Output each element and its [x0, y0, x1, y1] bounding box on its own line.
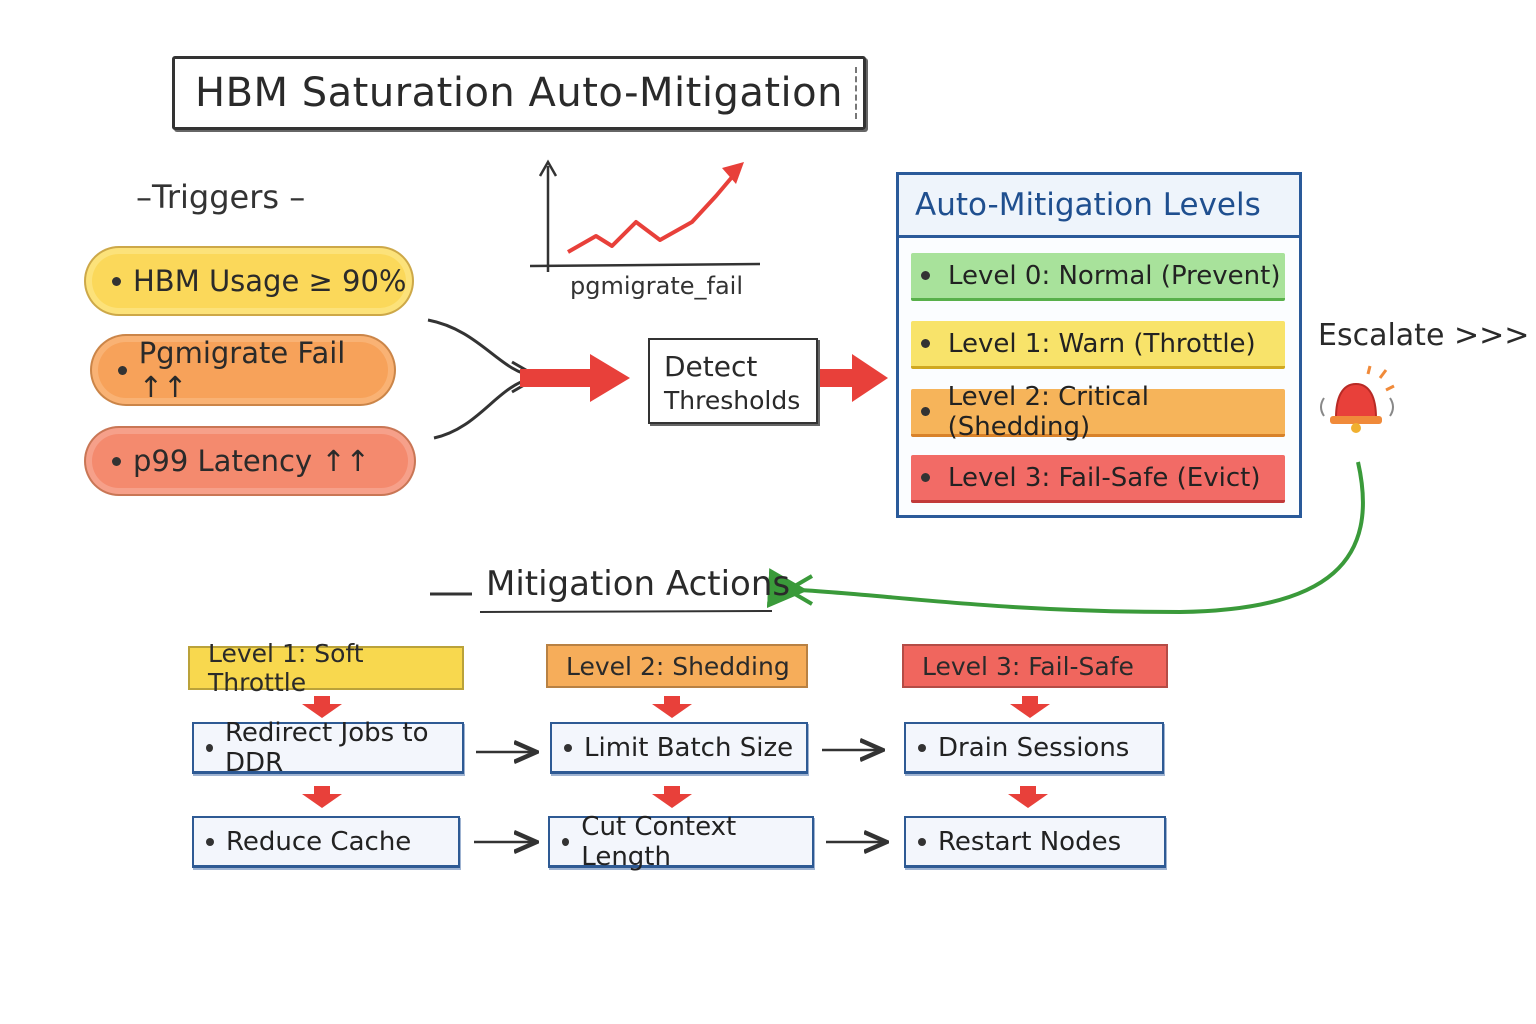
bullet-dot: [206, 837, 214, 846]
mitigation-level-2-header: Level 2: Shedding: [546, 644, 808, 688]
trigger-label: Pgmigrate Fail ↑↑: [138, 336, 346, 404]
action-restart-nodes: Restart Nodes: [904, 816, 1166, 868]
action-redirect-jobs: Redirect Jobs to DDR: [192, 718, 464, 778]
action-label: Restart Nodes: [938, 826, 1122, 857]
mini-trend-chart: [529, 159, 761, 272]
red-arrow-to-detect: [520, 354, 630, 402]
page-title: HBM Saturation Auto-Mitigation: [172, 56, 866, 130]
level-label: Level 1: Warn (Throttle): [948, 328, 1256, 359]
trigger-hbm-usage: HBM Usage ≥ 90%: [84, 246, 414, 316]
detect-line-2: Thresholds: [664, 386, 801, 415]
trigger-connector-top: [427, 318, 535, 378]
level-0-bar: Level 0: Normal (Prevent): [911, 253, 1285, 301]
action-label: Cut Context Length: [581, 811, 737, 872]
bullet-dot: [918, 743, 926, 752]
action-cut-context-length: Cut Context Length: [548, 812, 814, 872]
action-label: Redirect Jobs to DDR: [225, 717, 429, 778]
green-feedback-arrow: [766, 461, 1365, 615]
action-label: Drain Sessions: [938, 732, 1130, 763]
bullet-dot: [921, 407, 930, 416]
level-label: Level 0: Normal (Prevent): [948, 260, 1281, 291]
bullet-dot: [206, 743, 214, 752]
action-drain-sessions: Drain Sessions: [904, 722, 1164, 774]
bullet-dot: [918, 837, 926, 846]
auto-mitigation-levels-panel: Auto-Mitigation Levels Level 0: Normal (…: [896, 172, 1302, 518]
trend-line: [567, 168, 740, 254]
escalate-label: Escalate >>>: [1318, 318, 1530, 353]
level-label: Level 2: Critical (Shedding): [947, 381, 1150, 442]
levels-panel-heading: Auto-Mitigation Levels: [899, 175, 1299, 238]
alarm-bell-icon: [1320, 365, 1395, 433]
bullet-dot: [921, 339, 930, 348]
trigger-label: HBM Usage ≥ 90%: [133, 264, 407, 298]
detect-line-1: Detect: [664, 350, 758, 383]
down-arrows: [302, 696, 1050, 808]
horizontal-arrows: [474, 750, 884, 842]
mitigation-actions-heading: Mitigation Actions: [486, 564, 791, 604]
action-label: Reduce Cache: [226, 826, 412, 857]
action-label: Limit Batch Size: [584, 732, 794, 763]
level-label: Level 3: Fail-Safe (Evict): [948, 462, 1261, 493]
mitigation-level-1-header: Level 1: Soft Throttle: [188, 639, 464, 697]
bullet-dot: [921, 473, 930, 482]
bullet-dot: [564, 743, 572, 752]
red-arrow-to-levels: [818, 354, 888, 402]
mitigation-level-3-header: Level 3: Fail-Safe: [902, 644, 1168, 688]
triggers-heading: –Triggers –: [136, 178, 306, 216]
level-1-bar: Level 1: Warn (Throttle): [911, 321, 1285, 369]
bullet-dot: [112, 456, 121, 466]
bullet-dot: [118, 365, 127, 375]
trigger-pgmigrate-fail: Pgmigrate Fail ↑↑: [90, 334, 396, 406]
detect-thresholds-box: Detect Thresholds: [648, 338, 818, 424]
trigger-p99-latency: p99 Latency ↑↑: [84, 426, 416, 496]
action-reduce-cache: Reduce Cache: [192, 816, 460, 868]
level-2-bar: Level 2: Critical (Shedding): [911, 382, 1285, 442]
bullet-dot: [562, 837, 570, 846]
mini-chart-label: pgmigrate_fail: [570, 272, 743, 300]
bullet-dot: [112, 276, 121, 286]
trigger-label: p99 Latency ↑↑: [133, 444, 370, 478]
level-3-bar: Level 3: Fail-Safe (Evict): [911, 455, 1285, 503]
bullet-dot: [921, 271, 930, 280]
mitigation-heading-underline: [479, 610, 773, 613]
action-limit-batch-size: Limit Batch Size: [550, 722, 808, 774]
